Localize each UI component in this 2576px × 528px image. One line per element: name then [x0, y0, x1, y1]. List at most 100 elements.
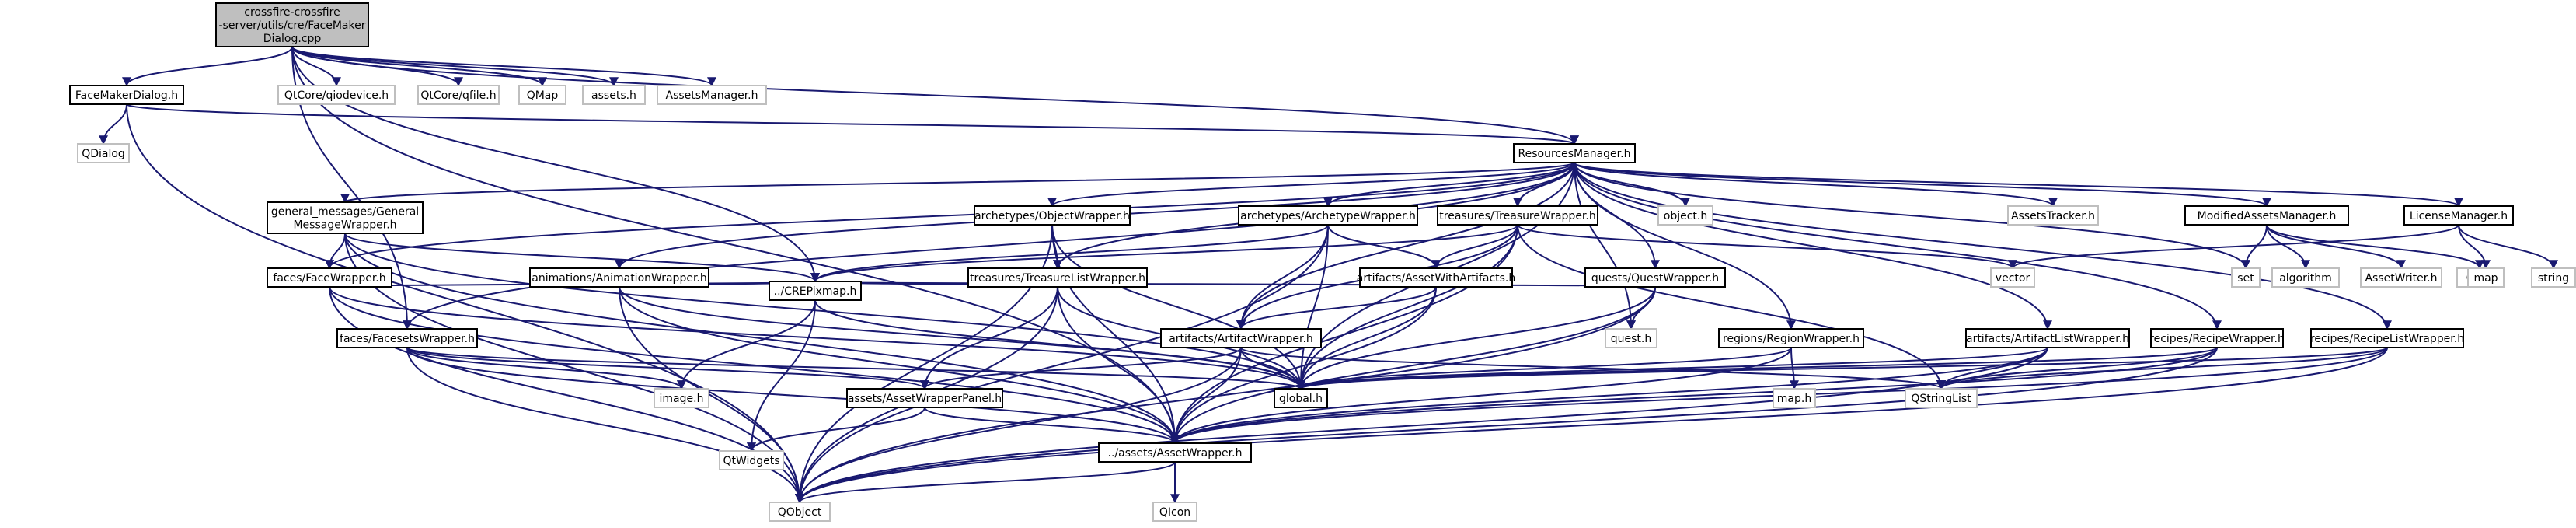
- edge-root-to-resourcesmanager_h: [291, 46, 1579, 145]
- node-box: [336, 328, 478, 348]
- edge-artifacts_artifactwrapper-to-assetwrapper_h: [1170, 347, 1242, 445]
- node-string: string: [2531, 267, 2576, 288]
- edge-root-to-assets_h: [291, 46, 619, 87]
- edge-treasures_treasurewrapper-to-vector: [1517, 224, 2017, 270]
- node-box: [1274, 388, 1328, 408]
- node-assetwrapper-h[interactable]: ../assets/AssetWrapper.h: [1098, 442, 1252, 463]
- node-object-h: object.h: [1657, 205, 1713, 226]
- node-qobject: QObject: [769, 502, 831, 522]
- node-box: [846, 388, 1003, 408]
- graph-nodes: crossfire-crossfire-server/utils/cre/Fac…: [69, 2, 2576, 522]
- node-box: [2531, 267, 2576, 288]
- node-artifacts-artifactwrapper[interactable]: artifacts/ArtifactWrapper.h: [1160, 328, 1322, 348]
- node-assets-h: assets.h: [582, 85, 646, 105]
- node-modifiedassetsmanager-h[interactable]: ModifiedAssetsManager.h: [2184, 205, 2349, 226]
- node-facemakerdialog-h[interactable]: FaceMakerDialog.h: [69, 85, 184, 105]
- node-label: general_messages/General: [271, 206, 419, 219]
- node-quests-questwrapper[interactable]: quests/QuestWrapper.h: [1584, 267, 1726, 288]
- node-set: set: [2231, 267, 2261, 288]
- node-label: quest.h: [1611, 333, 1651, 345]
- node-label: treasures/TreasureListWrapper.h: [970, 272, 1145, 285]
- node-label: artifacts/ArtifactListWrapper.h: [1966, 333, 2129, 345]
- node-animations-animationwrapper[interactable]: animations/AnimationWrapper.h: [529, 267, 709, 288]
- edge-treasures_treasurewrapper-to-artifacts_assetwithartifacts: [1431, 224, 1518, 270]
- node-box: [529, 267, 709, 288]
- edge-resourcesmanager_h-to-archetypes_objectwrapper: [1047, 162, 1575, 208]
- node-box: [2360, 267, 2442, 288]
- node-qicon: QIcon: [1152, 502, 1197, 522]
- edge-archetypes_objectwrapper-to-assetwrapper_h: [1051, 224, 1180, 445]
- node-label: Dialog.cpp: [263, 33, 322, 45]
- node-treasures-treasurelistwrapper[interactable]: treasures/TreasureListWrapper.h: [967, 267, 1148, 288]
- node-recipes-recipewrapper[interactable]: recipes/RecipeWrapper.h: [2149, 328, 2285, 348]
- node-box: [657, 85, 767, 105]
- node-box: [77, 143, 130, 163]
- edge-archetypes_archetypewrapper-to-qobject: [795, 224, 1329, 504]
- edge-treasures_treasurewrapper-to-assetwrapper_h: [1170, 224, 1518, 445]
- node-box: [1160, 328, 1322, 348]
- node-algorithm: algorithm: [2271, 267, 2340, 288]
- edge-licensemanager_h-to-map: [2458, 224, 2491, 270]
- node-label: algorithm: [2279, 272, 2332, 285]
- edge-modifiedassetsmanager_h-to-algorithm: [2266, 224, 2310, 270]
- edge-crepixmap_h-to-image_h: [677, 299, 816, 390]
- edge-recipes_recipewrapper-to-qobject: [795, 347, 2218, 504]
- edge-treasures_treasurewrapper-to-global_h: [1296, 224, 1518, 390]
- node-global-h[interactable]: global.h: [1274, 388, 1328, 408]
- edge-resourcesmanager_h-to-artifacts_artifactlistwrapper: [1574, 162, 2052, 330]
- node-root[interactable]: crossfire-crossfire-server/utils/cre/Fac…: [215, 2, 369, 47]
- node-crepixmap-h[interactable]: ../CREPixmap.h: [769, 281, 862, 301]
- node-vector: vector: [1990, 267, 2035, 288]
- node-label: treasures/TreasureWrapper.h: [1439, 210, 1595, 222]
- node-box: [1905, 388, 1978, 408]
- node-qtcore-qfile: QtCore/qfile.h: [417, 85, 500, 105]
- node-box: [2271, 267, 2340, 288]
- node-box: [654, 388, 709, 408]
- edge-faces_facesetswrapper-to-image_h: [406, 347, 686, 390]
- node-qstringlist: QStringList: [1905, 388, 1978, 408]
- node-regions-regionwrapper[interactable]: regions/RegionWrapper.h: [1718, 328, 1864, 348]
- node-label: LicenseManager.h: [2410, 210, 2508, 222]
- edge-resourcesmanager_h-to-faces_facewrapper: [325, 162, 1575, 270]
- node-label: quests/QuestWrapper.h: [1591, 272, 1719, 285]
- node-box: [2150, 328, 2284, 348]
- edge-treasures_treasurelistwrapper-to-assetwrapper_h: [1057, 286, 1180, 445]
- edge-artifacts_artifactwrapper-to-qstringlist: [1240, 347, 1946, 390]
- node-qdialog: QDialog: [77, 143, 130, 163]
- node-box: [417, 85, 500, 105]
- edge-root-to-qmap: [291, 46, 547, 87]
- node-faces-facesetswrapper[interactable]: faces/FacesetsWrapper.h: [336, 328, 478, 348]
- node-label: recipes/RecipeListWrapper.h: [2310, 333, 2464, 345]
- node-faces-facewrapper[interactable]: faces/FaceWrapper.h: [267, 267, 392, 288]
- node-label: object.h: [1664, 210, 1707, 222]
- node-box: [2007, 205, 2099, 226]
- node-box: [1657, 205, 1713, 226]
- node-archetypes-archetypewrapper[interactable]: archetypes/ArchetypeWrapper.h: [1238, 205, 1418, 226]
- edge-recipes_recipelistwrapper-to-qobject: [795, 347, 2388, 504]
- node-label: assets.h: [591, 89, 636, 102]
- node-label: faces/FaceWrapper.h: [273, 272, 385, 285]
- node-label: QStringList: [1911, 393, 1971, 405]
- edge-assetwrapper_h-to-qobject: [795, 461, 1176, 504]
- edge-facemakerdialog_h-to-qobject: [126, 103, 804, 504]
- node-recipes-recipelistwrapper[interactable]: recipes/RecipeListWrapper.h: [2310, 328, 2464, 348]
- node-archetypes-objectwrapper[interactable]: archetypes/ObjectWrapper.h: [974, 205, 1131, 226]
- node-label: crossfire-crossfire: [244, 6, 340, 19]
- edge-modifiedassetsmanager_h-to-assetwriter_h: [2266, 224, 2406, 270]
- edge-quests_questwrapper-to-global_h: [1296, 286, 1656, 390]
- node-box: [967, 267, 1148, 288]
- edge-resourcesmanager_h-to-licensemanager_h: [1574, 162, 2463, 208]
- node-licensemanager-h[interactable]: LicenseManager.h: [2403, 205, 2514, 226]
- node-label: ../CREPixmap.h: [774, 285, 857, 298]
- node-treasures-treasurewrapper[interactable]: treasures/TreasureWrapper.h: [1437, 205, 1598, 226]
- edge-resourcesmanager_h-to-archetypes_archetypewrapper: [1323, 162, 1575, 208]
- node-assetwrapperpanel-h[interactable]: assets/AssetWrapperPanel.h: [846, 388, 1003, 408]
- node-resourcesmanager-h[interactable]: ResourcesManager.h: [1513, 143, 1636, 163]
- node-artifacts-artifactlistwrapper[interactable]: artifacts/ArtifactListWrapper.h: [1965, 328, 2130, 348]
- node-artifacts-assetwithartifacts[interactable]: artifacts/AssetWithArtifacts.h: [1357, 267, 1516, 288]
- node-box: [277, 85, 396, 105]
- node-box: [518, 85, 566, 105]
- node-box: [769, 281, 862, 301]
- edge-resourcesmanager_h-to-regions_regionwrapper: [1574, 162, 1796, 330]
